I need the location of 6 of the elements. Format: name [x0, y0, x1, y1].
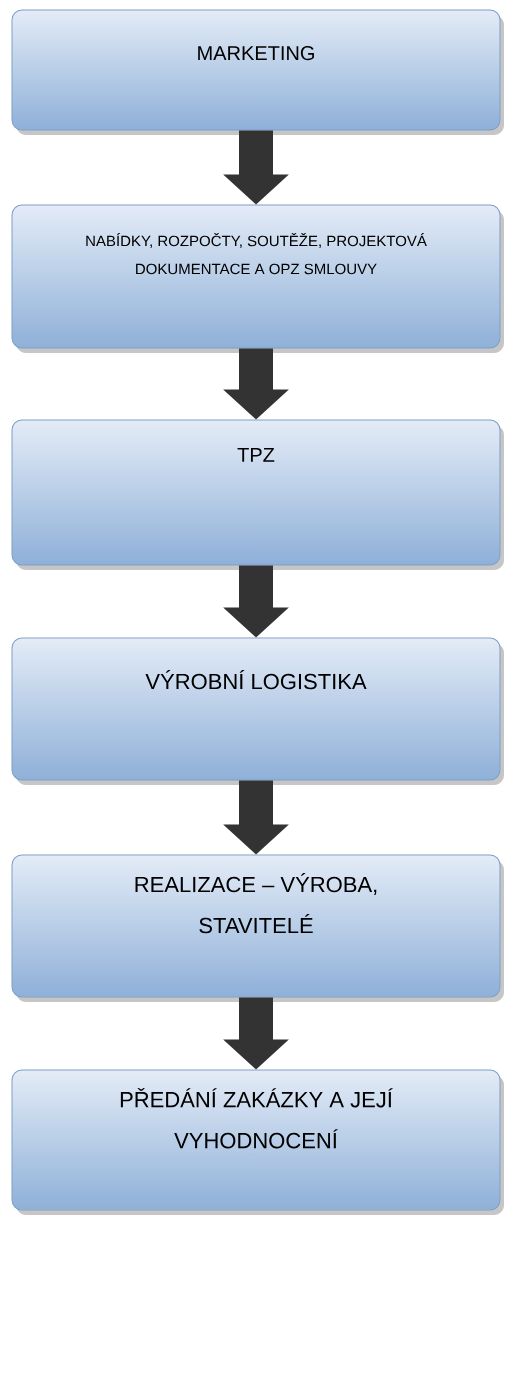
process-box: TPZ [11, 419, 504, 570]
process-box: REALIZACE – VÝROBA, STAVITELÉ [11, 854, 504, 1002]
process-box: VÝROBNÍ LOGISTIKA [11, 637, 504, 785]
process-box: PŘEDÁNÍ ZAKÁZKY A JEJÍ VYHODNOCENÍ [11, 1069, 504, 1215]
process-box: MARKETING [11, 9, 504, 135]
process-box: NABÍDKY, ROZPOČTY, SOUTĚŽE, PROJEKTOVÁ DOKUMENTACE A OPZ SMLOUVY [11, 204, 504, 353]
